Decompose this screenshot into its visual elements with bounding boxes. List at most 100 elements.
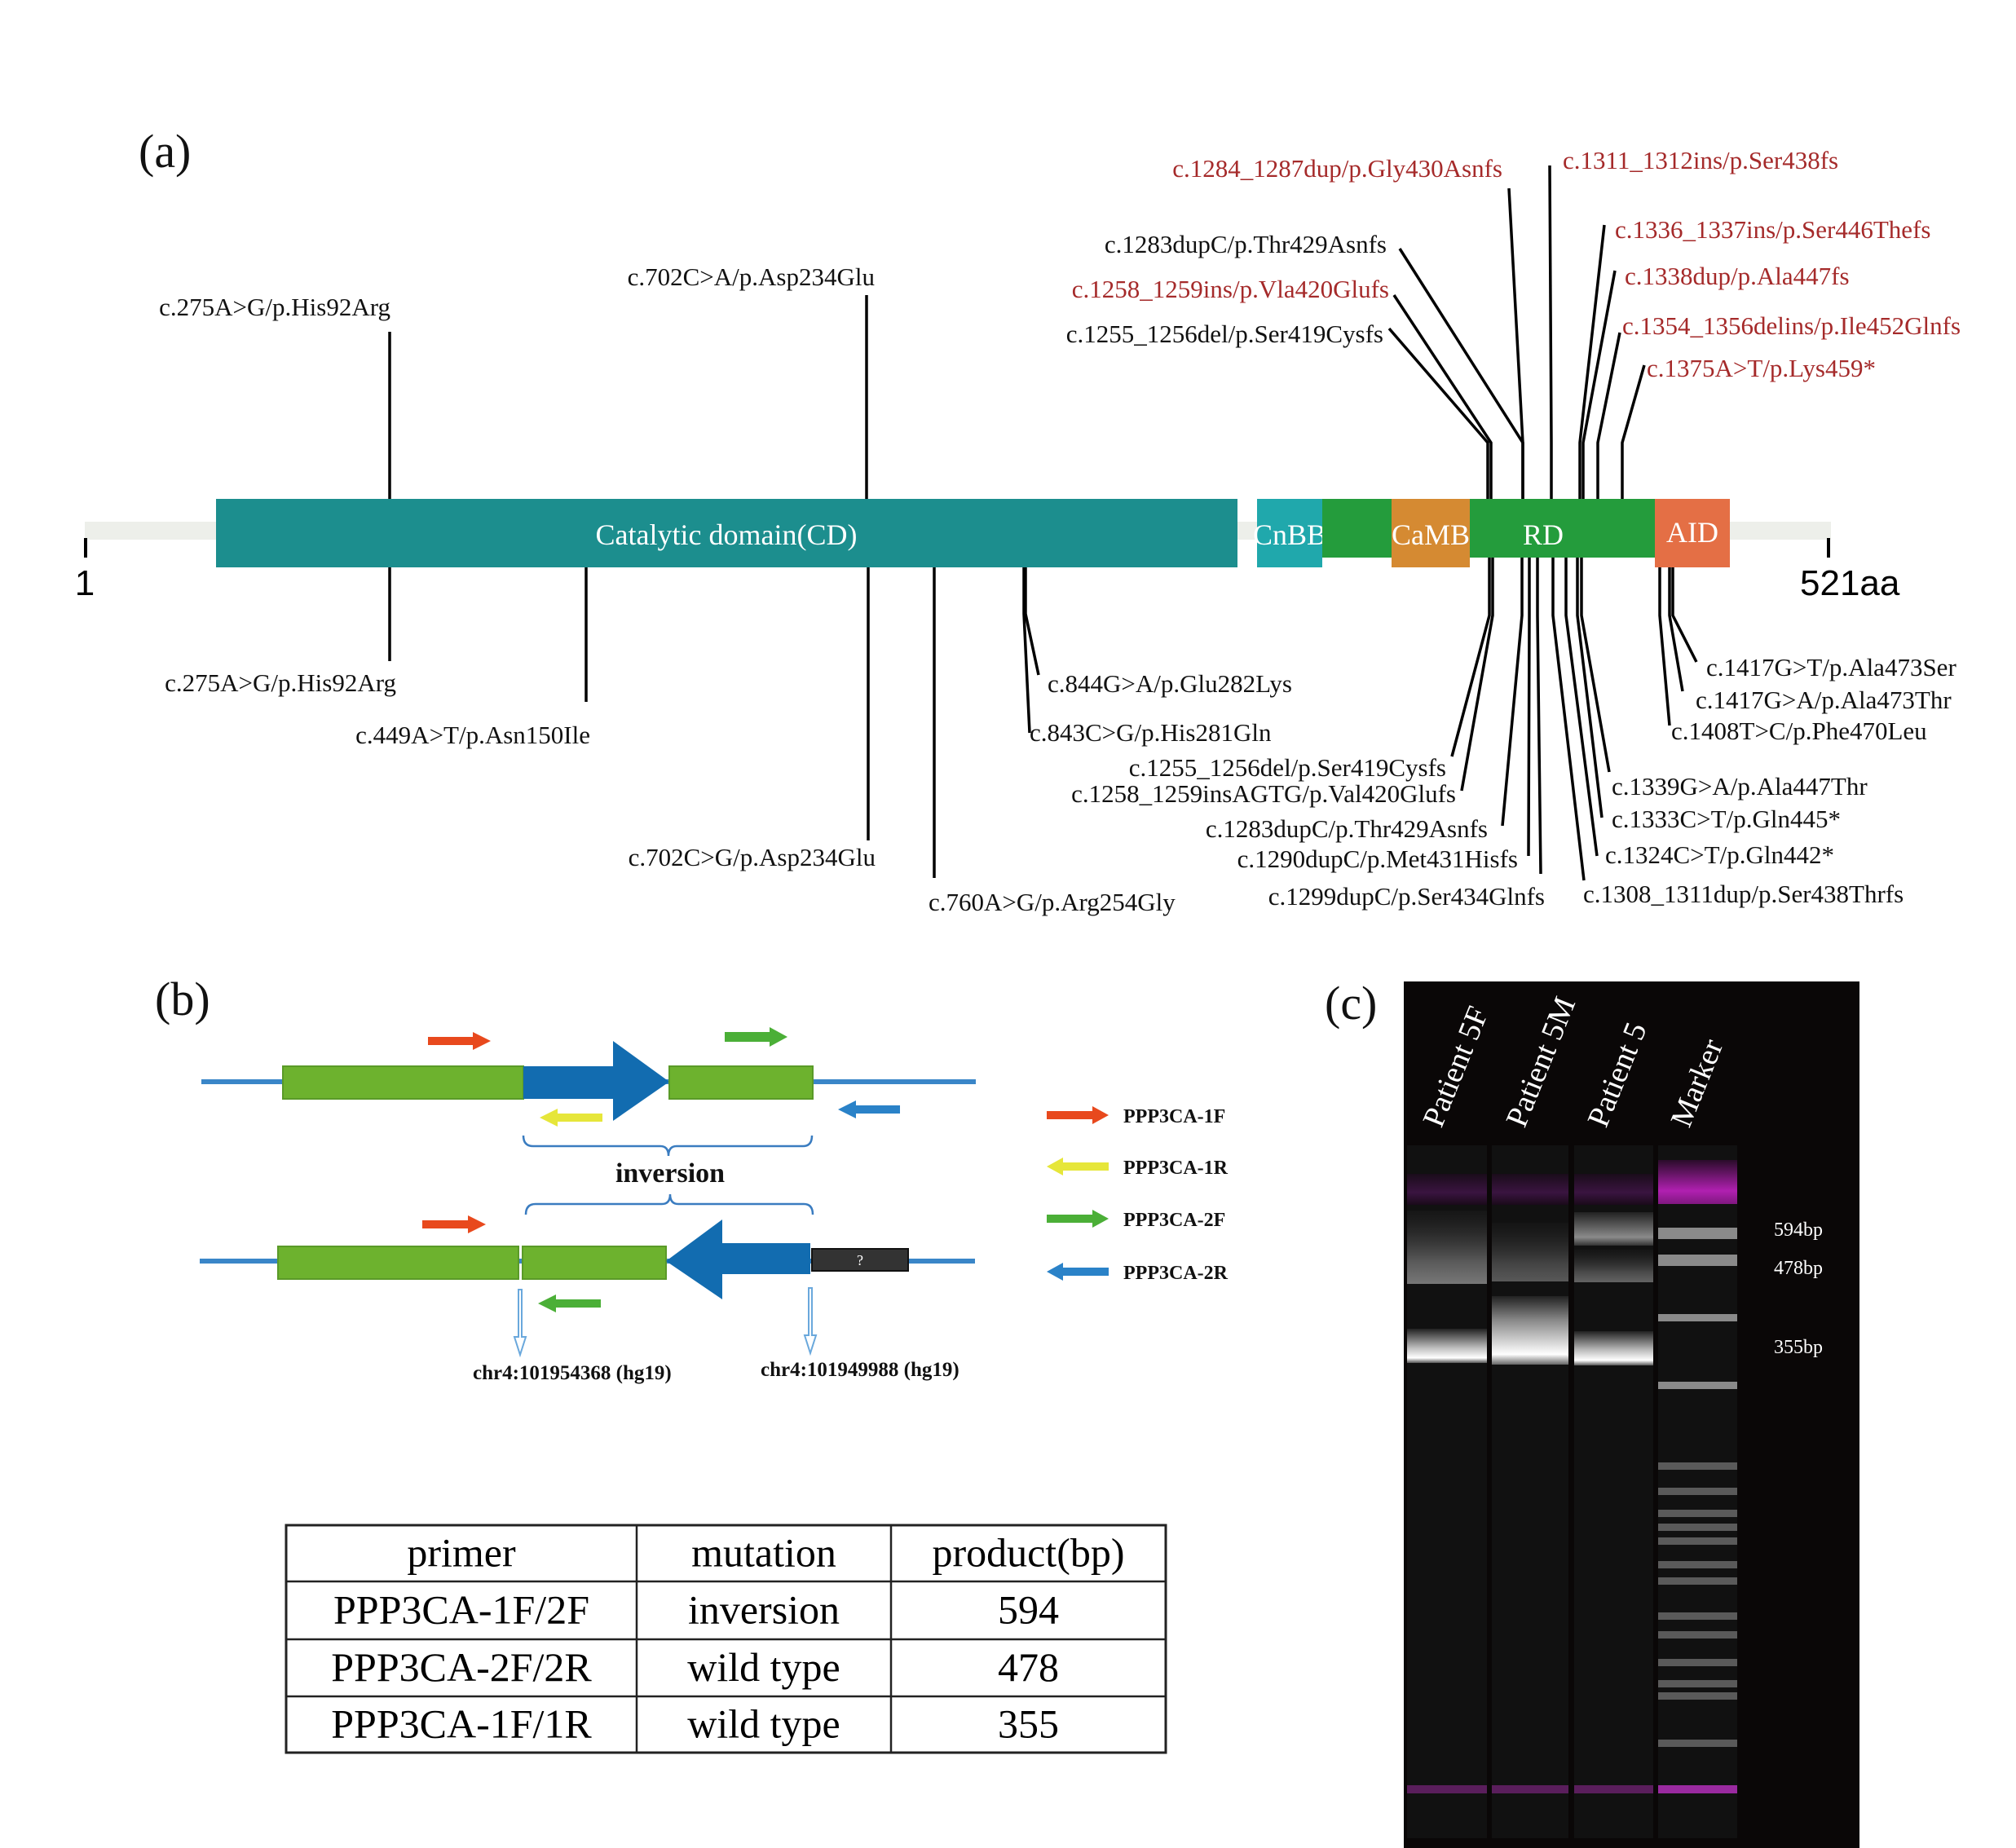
mutation-labels-below: c.275A>G/p.His92Argc.449A>T/p.Asn150Ilec… [165,653,1956,916]
domain-aid [1655,499,1730,567]
mutation-label-above: c.1311_1312ins/p.Ser438fs [1563,146,1838,174]
gel-ladder-band [1658,1537,1737,1545]
wildtype-allele [201,1027,976,1127]
gel-dye-band-top [1492,1174,1568,1205]
mutation-lollipop-line [1398,248,1524,499]
legend-arrow-ppp3ca-1f [1047,1106,1109,1124]
mutation-lollipop-line [1580,558,1611,773]
domain-label-cnbb: CnBB [1253,518,1326,551]
gel-lanes [1407,1145,1737,1838]
breakpoint-arrow-right [803,1287,818,1356]
domain-cnbb [1257,499,1322,567]
primer-1r-arrow [540,1109,602,1127]
reverse-segment-arrow [666,1220,810,1299]
forward-segment-arrow [523,1041,669,1121]
legend-arrow-ppp3ca-2r [1047,1263,1109,1281]
unknown-segment-box [811,1248,909,1272]
exon-box-left [277,1246,519,1280]
gel-dye-band-bottom [1407,1785,1487,1793]
gel-ladder-band [1658,1488,1737,1495]
mutation-label-above: c.1338dup/p.Ala447fs [1625,262,1850,290]
mutation-lollipop-line [1548,165,1553,499]
legend-label: PPP3CA-1R [1123,1158,1229,1179]
gel-ladder-band [1658,1255,1737,1266]
mutation-lollipop-line [1460,558,1494,792]
mutation-label-above: c.1375A>T/p.Lys459* [1647,354,1876,382]
breakpoint-label-left: chr4:101954368 (hg19) [473,1362,672,1384]
mutation-label-below: c.1299dupC/p.Ser434Glnfs [1268,882,1545,911]
mutation-label-above: c.1255_1256del/p.Ser419Cysfs [1066,320,1383,348]
table-header-cell: primer [407,1530,516,1576]
mutation-label-below: c.1339G>A/p.Ala447Thr [1612,772,1868,801]
gel-ladder-band [1658,1524,1737,1531]
mutation-lollipop-line [1564,558,1599,857]
mutation-label-below: c.1290dupC/p.Met431Hisfs [1237,845,1518,873]
mutation-lollipop-line [1022,567,1031,734]
breakpoint-arrow-left [513,1289,527,1358]
gel-band-355bp [1492,1296,1568,1365]
legend-label: PPP3CA-2R [1123,1263,1229,1284]
mutation-label-below: c.1324C>T/p.Gln442* [1605,840,1834,869]
domain-label-rd: RD [1523,518,1564,551]
axis-start-label: 1 [75,563,95,603]
primer-2f-arrow [725,1027,787,1047]
mutation-lollipop-line [1671,567,1698,663]
mutation-label-below: c.702C>G/p.Asp234Glu [629,843,876,871]
table-cell: wild type [687,1701,840,1747]
mutation-label-below: c.1255_1256del/p.Ser419Cysfs [1129,753,1446,782]
legend-label: PPP3CA-2F [1123,1210,1225,1231]
mutation-label-below: c.843C>G/p.His281Gln [1030,718,1272,747]
gel-band-478bp [1574,1250,1653,1282]
gel-ladder-band [1658,1561,1737,1568]
mutation-label-below: c.1283dupC/p.Thr429Asnfs [1206,814,1488,843]
mutation-label-above: c.1336_1337ins/p.Ser446Thefs [1615,215,1930,244]
inverted-allele: ? chr4:101954368 (hg19) chr4:101949988 (… [200,1215,975,1384]
gel-size-label-355bp: 355bp [1774,1337,1823,1358]
gel-dye-band-bottom [1574,1785,1653,1793]
gel-ladder-band [1658,1577,1737,1585]
mutation-label-above: c.702C>A/p.Asp234Glu [628,262,875,291]
gel-ladder-band [1658,1462,1737,1470]
table-cell: 355 [998,1701,1059,1747]
mutation-lollipop-line [1551,558,1586,881]
mutation-lollipop-line [1450,558,1491,757]
mutation-label-below: c.1333C>T/p.Gln445* [1612,805,1841,833]
primer-1f-arrow [428,1032,491,1050]
gel-ladder-band [1658,1631,1737,1639]
inversion-label: inversion [615,1158,725,1189]
gel-dye-band-top [1407,1174,1487,1205]
domain-label-cd: Catalytic domain(CD) [596,518,858,551]
mutation-label-above: c.1258_1259ins/p.Vla420Glufs [1072,275,1389,303]
panel-b-inversion-schematic: (b) inversion ? chr4:1 [155,973,1229,1754]
domain-cd [216,499,1237,567]
table-cell: PPP3CA-1F/1R [331,1701,592,1747]
gel-band-478bp [1407,1211,1487,1284]
mutation-label-below: c.760A>G/p.Arg254Gly [929,888,1176,916]
mutation-lollipop-line [1387,327,1489,499]
mutation-lines [388,165,1698,881]
mutation-label-below: c.844G>A/p.Glu282Lys [1048,669,1292,698]
gel-ladder-band [1658,1228,1737,1239]
table-cell: PPP3CA-2F/2R [331,1644,592,1690]
mutation-label-below: c.1417G>T/p.Ala473Ser [1706,653,1956,681]
table-header-cell: product(bp) [932,1530,1124,1576]
exon-box-left [282,1065,524,1100]
mutation-label-below: c.449A>T/p.Asn150Ile [355,721,590,749]
gel-ladder-band [1658,1382,1737,1389]
table-cell: 594 [998,1587,1059,1633]
gel-ladder-band [1658,1510,1737,1517]
mutation-label-below: c.1408T>C/p.Phe470Leu [1671,717,1927,745]
inversion-brace-bottom [524,1193,814,1215]
gel-band-355bp [1574,1331,1653,1365]
gel-dye-band-top [1658,1160,1737,1204]
table-header-cell: mutation [691,1530,836,1576]
mutation-label-below: c.1258_1259insAGTG/p.Val420Glufs [1071,779,1456,808]
mutation-label-below: c.1308_1311dup/p.Ser438Thrfs [1583,880,1904,908]
mutation-label-above: c.275A>G/p.His92Arg [159,293,390,321]
mutation-lollipop-line [1668,567,1684,692]
mutation-lollipop-line [1596,332,1621,499]
